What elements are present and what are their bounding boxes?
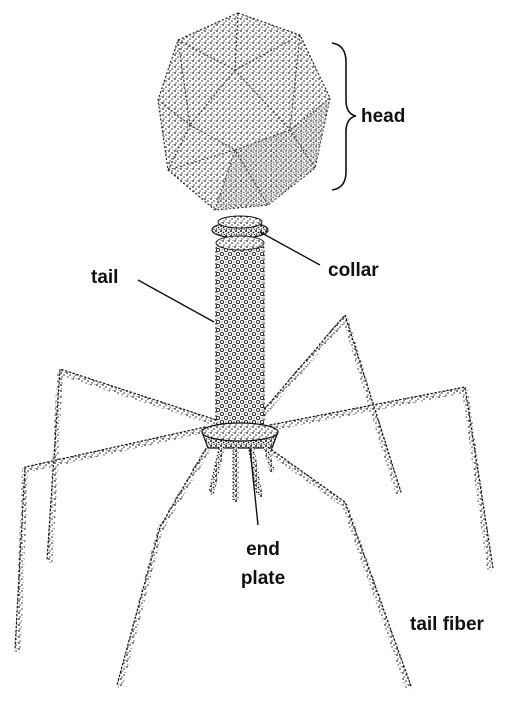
tail-sheath: [216, 236, 264, 430]
collar-leader-line: [260, 232, 320, 265]
label-tail: tail: [91, 267, 118, 288]
end-plate: [202, 423, 278, 500]
label-end-plate-line1: end: [246, 539, 280, 560]
tail-fiber-left: [18, 430, 205, 650]
tail-fiber-front-left: [120, 445, 210, 685]
head-capsid: [158, 13, 330, 210]
tail-fiber-back-left: [50, 372, 238, 560]
collar: [212, 216, 268, 238]
head-bracket: [332, 43, 356, 190]
tail-leader-line: [138, 280, 214, 322]
label-end-plate-line2: plate: [241, 568, 285, 589]
label-tail-fiber: tail fiber: [410, 614, 485, 635]
tail-fiber-front-right: [265, 448, 408, 686]
label-head: head: [361, 106, 405, 127]
tail-fiber-right: [270, 390, 490, 568]
label-collar: collar: [328, 260, 379, 281]
